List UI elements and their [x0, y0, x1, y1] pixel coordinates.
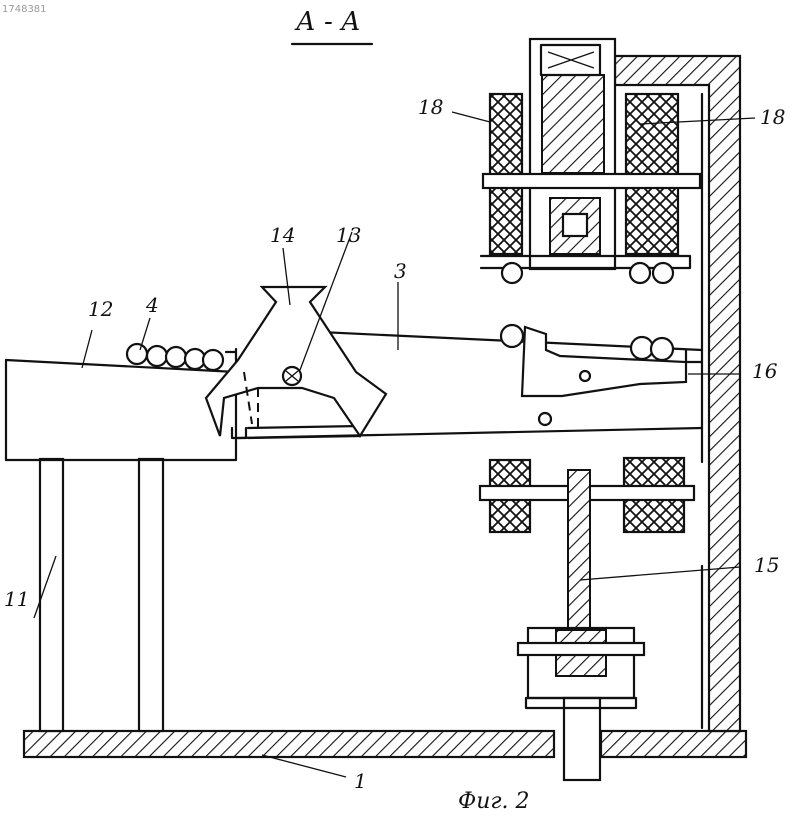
- figure-caption: Фиг. 2: [458, 789, 530, 814]
- label-4: 4: [145, 293, 159, 317]
- label-16: 16: [752, 359, 778, 383]
- label-15: 15: [754, 553, 779, 577]
- label-11: 11: [4, 587, 29, 611]
- label-18-right: 18: [760, 105, 785, 129]
- support-legs: [40, 459, 163, 731]
- section-title: А - А: [294, 7, 361, 37]
- star-rotor: [206, 287, 386, 436]
- base-plate: [24, 731, 746, 757]
- label-14: 14: [270, 223, 295, 247]
- corner-stamp: 1748381: [2, 4, 47, 15]
- label-12: 12: [88, 297, 113, 321]
- label-3: 3: [394, 259, 407, 283]
- label-1: 1: [354, 769, 367, 793]
- label-18-left: 18: [418, 95, 443, 119]
- label-13: 13: [336, 223, 361, 247]
- rotor-trough: [232, 426, 360, 438]
